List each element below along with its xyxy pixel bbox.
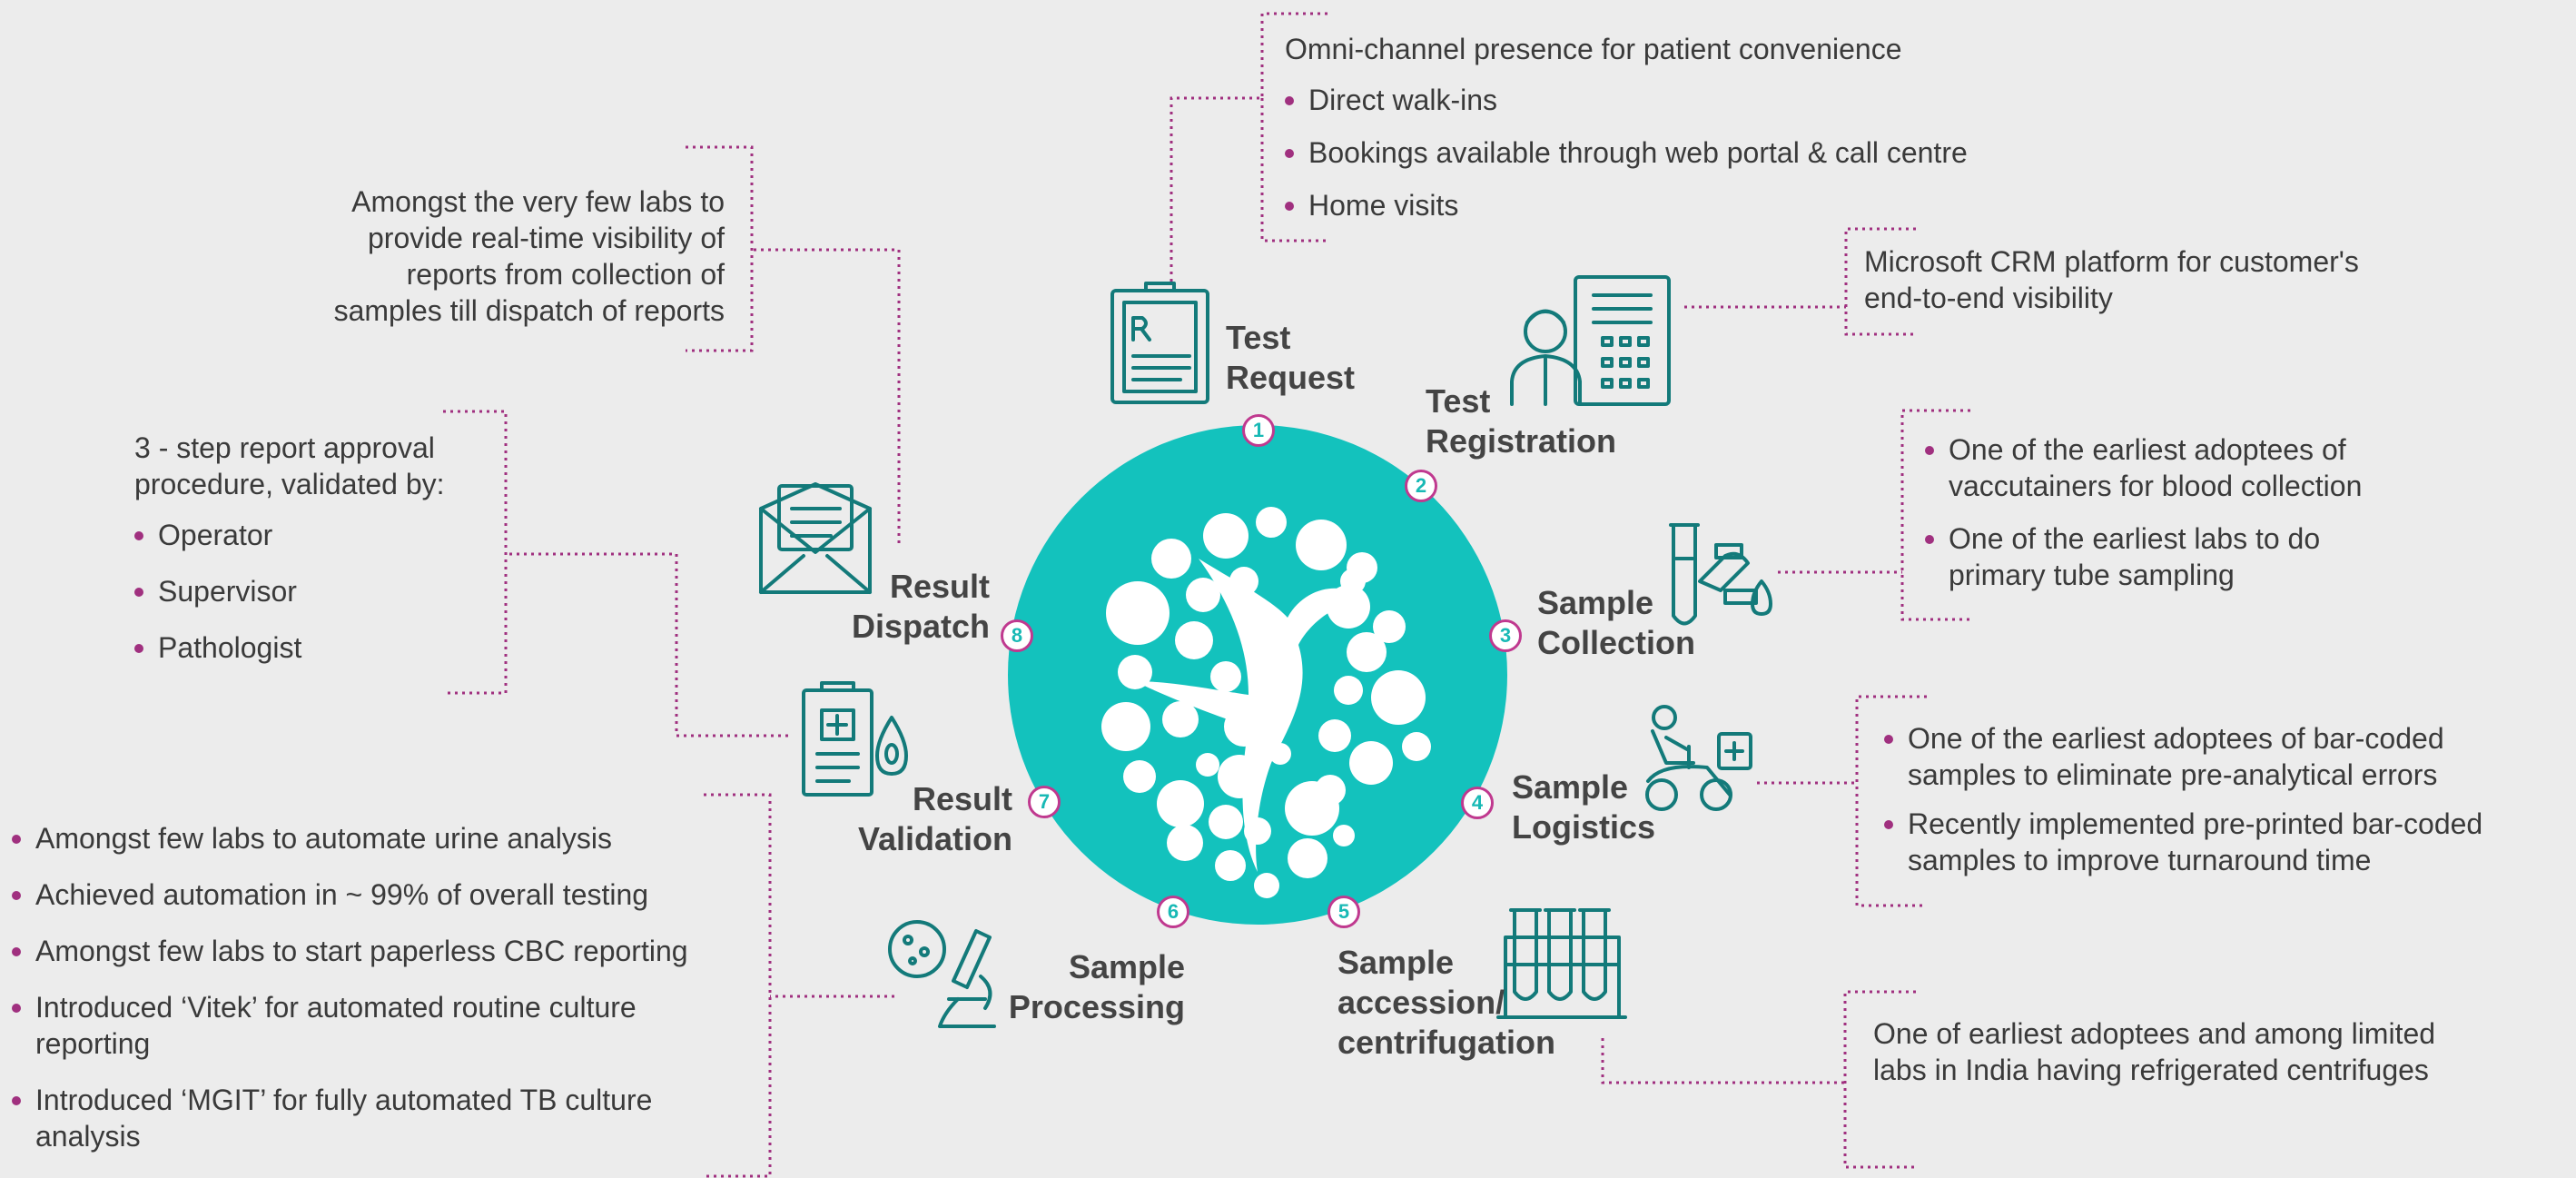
note-result-validation: 3 - step report approval procedure, vali… — [134, 431, 445, 664]
step-number-1: 1 — [1242, 414, 1275, 447]
step-number-4: 4 — [1461, 787, 1494, 819]
step-number-7: 7 — [1028, 786, 1061, 818]
note-test-request: Omni-channel presence for patient conven… — [1285, 33, 1968, 222]
envelope-report-icon — [759, 482, 872, 594]
note-result-dispatch: Amongst the very few labs to provide rea… — [333, 185, 725, 327]
note-sample-processing: Amongst few labs to automate urine analy… — [12, 820, 688, 1154]
connector-test-request — [1170, 12, 1330, 282]
delivery-scooter-icon — [1645, 705, 1752, 811]
medical-report-icon — [802, 681, 908, 797]
receptionist-registration-icon — [1510, 275, 1671, 406]
connector-result-validation — [443, 410, 788, 737]
connector-sample-accession — [1601, 990, 1916, 1169]
figure-shape — [1135, 559, 1367, 872]
connector-sample-collection — [1778, 409, 1970, 621]
step-number-3: 3 — [1489, 619, 1522, 652]
connector-result-dispatch — [686, 145, 901, 543]
step-number-8: 8 — [1001, 619, 1033, 652]
step-number-2: 2 — [1405, 470, 1437, 502]
note-sample-accession: One of earliest adoptees and among limit… — [1873, 1017, 2436, 1086]
note-test-registration: Microsoft CRM platform for customer's en… — [1864, 245, 2359, 314]
microscope-icon — [888, 920, 996, 1028]
step-number-5: 5 — [1327, 896, 1360, 928]
test-tube-blood-icon — [1669, 523, 1772, 626]
logo-dots — [1101, 507, 1431, 898]
connector-sample-logistics — [1757, 695, 1927, 907]
prescription-clipboard-icon — [1110, 282, 1209, 404]
step-number-6: 6 — [1157, 896, 1189, 928]
connector-sample-processing — [704, 793, 894, 1178]
connector-test-registration — [1684, 227, 1916, 336]
test-tube-rack-icon — [1496, 908, 1627, 1019]
note-sample-logistics: One of the earliest adoptees of bar-code… — [1884, 720, 2482, 878]
